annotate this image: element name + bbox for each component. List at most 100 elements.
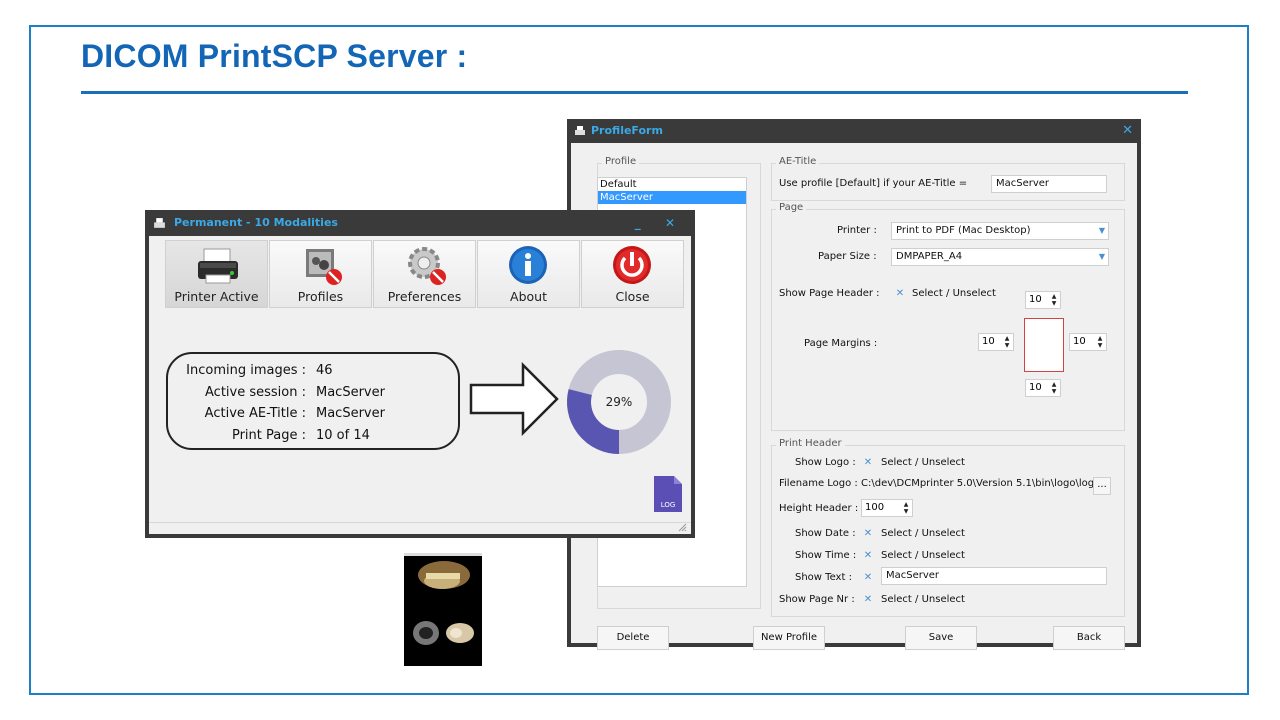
show-page-nr-label: Show Page Nr : (779, 594, 855, 605)
toolbar-label: Printer Active (174, 289, 259, 304)
info-icon (509, 246, 547, 284)
margin-top-spinner[interactable]: 10 ▲▼ (1025, 291, 1061, 309)
close-app-button[interactable]: Close (581, 240, 684, 308)
margin-right-spinner[interactable]: 10▲▼ (1069, 333, 1107, 351)
spin-arrows-icon[interactable]: ▲▼ (1051, 293, 1057, 307)
profiles-button[interactable]: Profiles (269, 240, 372, 308)
height-header-label: Height Header : (779, 503, 859, 514)
active-session-label: Active session : (205, 385, 306, 400)
back-button[interactable]: Back (1053, 626, 1125, 650)
page-group-label: Page (776, 202, 807, 213)
permanent-window-title: Permanent - 10 Modalities (174, 216, 338, 229)
profile-item-macserver[interactable]: MacServer (598, 191, 746, 204)
slide-frame (29, 25, 1249, 695)
gear-icon (408, 247, 446, 285)
margin-bottom-value: 10 (1029, 382, 1042, 393)
print-page-label: Print Page : (231, 428, 306, 443)
printer-label: Printer : (837, 225, 877, 236)
height-header-spinner[interactable]: 100 ▲▼ (861, 499, 913, 517)
window-controls[interactable]: _ ✕ (634, 216, 685, 230)
margin-left-value: 10 (982, 336, 995, 347)
active-session-value: MacServer (316, 385, 385, 400)
toolbar-label: Close (615, 289, 650, 304)
toolbar-label: About (510, 289, 547, 304)
spin-arrows-icon[interactable]: ▲▼ (1051, 381, 1057, 395)
show-time-select-label: Select / Unselect (881, 550, 965, 561)
show-page-nr-checkbox[interactable]: ✕ (863, 594, 873, 605)
show-logo-label: Show Logo : (795, 457, 856, 468)
status-panel: Incoming images : 46 Active session : Ma… (166, 352, 460, 450)
filename-logo-value: C:\dev\DCMprinter 5.0\Version 5.1\bin\lo… (861, 478, 1101, 489)
show-logo-checkbox[interactable]: ✕ (863, 457, 873, 468)
show-text-label: Show Text : (795, 572, 852, 583)
show-text-checkbox[interactable]: ✕ (863, 572, 873, 583)
scan-thumbnail (404, 553, 482, 666)
filename-logo-label: Filename Logo : (779, 478, 858, 489)
margin-left-spinner[interactable]: 10 ▲▼ (978, 333, 1014, 351)
progress-donut: 29% (567, 350, 671, 454)
paper-size-select[interactable]: DMPAPER_A4 ▼ (891, 248, 1109, 266)
log-icon[interactable]: LOG (654, 476, 682, 512)
about-button[interactable]: About (477, 240, 580, 308)
show-page-nr-select-label: Select / Unselect (881, 594, 965, 605)
status-bar (149, 522, 691, 535)
incoming-images-label: Incoming images : (186, 363, 306, 378)
printer-app-icon (575, 126, 585, 135)
save-button[interactable]: Save (905, 626, 977, 650)
page-group (771, 209, 1125, 431)
printer-icon (198, 248, 238, 284)
spin-arrows-icon[interactable]: ▲▼ (903, 501, 909, 515)
printer-active-button[interactable]: Printer Active (165, 240, 268, 308)
chevron-down-icon: ▼ (1098, 226, 1105, 235)
margin-top-value: 10 (1029, 294, 1042, 305)
ae-title-input[interactable]: MacServer (991, 175, 1107, 193)
resize-grip-icon[interactable] (677, 522, 687, 532)
height-header-value: 100 (865, 502, 885, 513)
show-page-header-select-label: Select / Unselect (912, 288, 996, 299)
spin-arrows-icon[interactable]: ▲▼ (1004, 335, 1010, 349)
show-time-label: Show Time : (795, 550, 857, 561)
show-date-select-label: Select / Unselect (881, 528, 965, 539)
show-page-header-checkbox[interactable]: ✕ (895, 288, 905, 299)
paper-size-select-value: DMPAPER_A4 (896, 251, 963, 262)
ae-title-label: Use profile [Default] if your AE-Title = (779, 178, 968, 189)
printer-app-icon (154, 218, 165, 228)
log-label: LOG (661, 501, 676, 509)
paper-size-label: Paper Size : (818, 251, 877, 262)
print-header-group-label: Print Header (776, 438, 845, 449)
profile-form-title: ProfileForm (591, 124, 663, 137)
show-text-input[interactable]: MacServer (881, 567, 1107, 585)
ae-title-group-label: AE-Title (776, 156, 820, 167)
profile-group-label: Profile (602, 156, 640, 167)
new-profile-button[interactable]: New Profile (753, 626, 825, 650)
show-time-checkbox[interactable]: ✕ (863, 550, 873, 561)
delete-button[interactable]: Delete (597, 626, 669, 650)
printer-select[interactable]: Print to PDF (Mac Desktop) ▼ (891, 222, 1109, 240)
title-rule (81, 91, 1188, 94)
print-header-group (771, 445, 1125, 617)
active-ae-label: Active AE-Title : (204, 406, 306, 421)
page-margins-label: Page Margins : (804, 338, 878, 349)
margin-bottom-spinner[interactable]: 10 ▲▼ (1025, 379, 1061, 397)
show-date-label: Show Date : (795, 528, 856, 539)
permanent-window-titlebar[interactable]: Permanent - 10 Modalities _ ✕ (145, 210, 695, 236)
browse-logo-button[interactable]: ... (1093, 477, 1111, 495)
show-page-header-label: Show Page Header : (779, 288, 880, 299)
active-ae-value: MacServer (316, 406, 385, 421)
ae-title-group (771, 163, 1125, 201)
show-date-checkbox[interactable]: ✕ (863, 528, 873, 539)
power-icon (613, 246, 651, 284)
slide-title: DICOM PrintSCP Server : (81, 38, 468, 74)
spin-arrows-icon[interactable]: ▲▼ (1097, 335, 1103, 349)
toolbar-label: Profiles (297, 289, 344, 304)
progress-percent: 29% (606, 395, 633, 409)
dental-scan-image (404, 553, 482, 666)
show-logo-select-label: Select / Unselect (881, 457, 965, 468)
profile-item-default[interactable]: Default (600, 179, 637, 190)
permanent-window-body: Printer Active Profiles Preferences Abou… (149, 236, 691, 534)
printer-select-value: Print to PDF (Mac Desktop) (896, 225, 1031, 236)
progress-arc (567, 389, 620, 454)
profile-form-titlebar[interactable]: ProfileForm ✕ (567, 119, 1141, 143)
close-icon[interactable]: ✕ (1122, 123, 1133, 138)
preferences-button[interactable]: Preferences (373, 240, 476, 308)
